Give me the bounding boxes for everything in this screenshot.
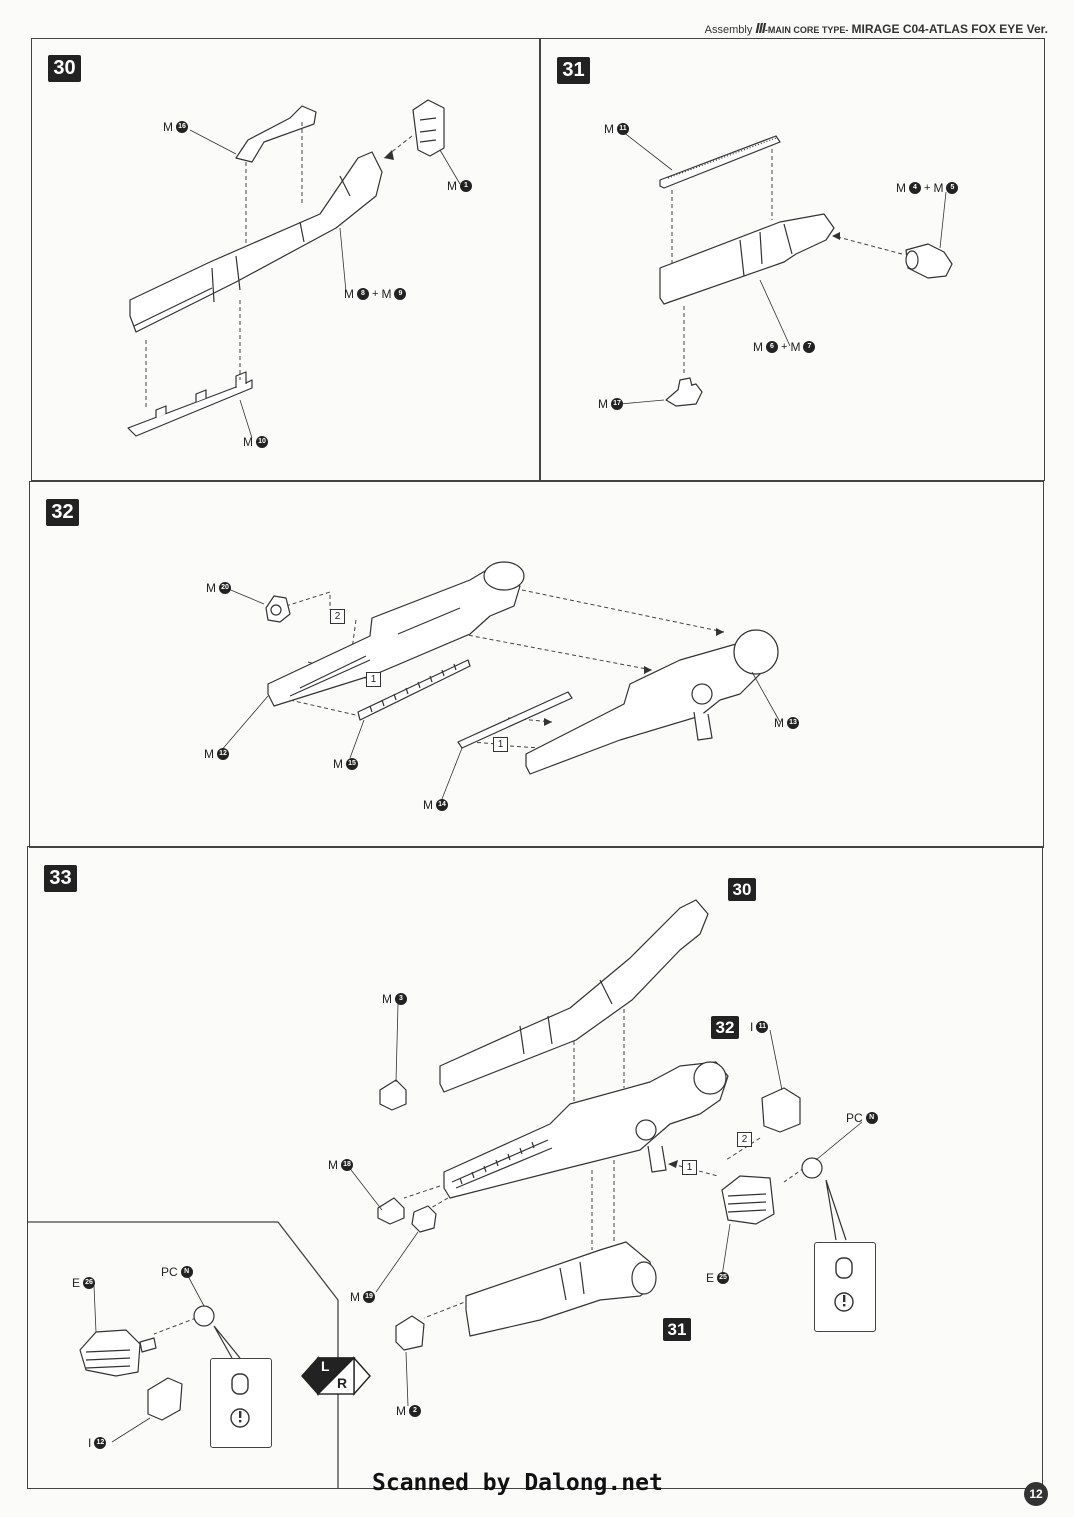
order-marker-33-1: 1 bbox=[682, 1160, 697, 1175]
step-31-panel bbox=[539, 38, 1045, 481]
step-31-number: 31 bbox=[557, 57, 590, 84]
mirror-right-letter: R bbox=[337, 1375, 348, 1391]
part-m4-m5-cylinder bbox=[905, 243, 953, 279]
part-pc-n-ball bbox=[801, 1157, 823, 1179]
part-m2 bbox=[395, 1315, 425, 1351]
section-subtitle: -MAIN CORE TYPE- bbox=[764, 25, 849, 35]
scan-credit: Scanned by Dalong.net bbox=[372, 1470, 663, 1496]
step-30-panel bbox=[31, 38, 541, 481]
step-33-panel bbox=[27, 846, 1043, 1489]
ref-step-30: 30 bbox=[728, 878, 756, 901]
part-assembly-32 bbox=[443, 1061, 729, 1199]
part-e25-hand bbox=[721, 1175, 775, 1225]
assembly-label: Assembly bbox=[704, 24, 753, 36]
part-pc-n-ball-left bbox=[193, 1305, 215, 1327]
part-m10-rail bbox=[127, 379, 253, 437]
part-i12 bbox=[147, 1377, 183, 1421]
step-32-panel bbox=[29, 481, 1044, 848]
part-i11 bbox=[761, 1087, 801, 1133]
part-m3 bbox=[379, 1079, 407, 1111]
ref-step-31: 31 bbox=[663, 1318, 691, 1341]
step-30-number: 30 bbox=[48, 55, 81, 82]
step-33-number: 33 bbox=[44, 865, 77, 892]
part-e26-hand bbox=[79, 1329, 141, 1377]
part-m14-arm bbox=[457, 691, 573, 749]
mirror-left-letter: L bbox=[321, 1358, 330, 1374]
model-name: MIRAGE C04-ATLAS FOX EYE Ver. bbox=[851, 22, 1049, 36]
part-m19 bbox=[411, 1205, 437, 1233]
step-32-number: 32 bbox=[46, 499, 79, 526]
part-m1-block bbox=[412, 99, 445, 157]
caution-box-right bbox=[814, 1242, 876, 1332]
ref-step-32: 32 bbox=[711, 1016, 739, 1039]
part-m16-handle bbox=[235, 105, 317, 163]
page-number: 12 bbox=[1024, 1482, 1048, 1506]
order-marker-1b: 1 bbox=[493, 737, 508, 752]
part-assembly-31 bbox=[465, 1241, 655, 1337]
part-m15-strip bbox=[357, 659, 471, 721]
order-marker-2: 2 bbox=[330, 609, 345, 624]
part-m11-rail bbox=[659, 135, 781, 189]
part-m13-body bbox=[525, 643, 767, 775]
left-variant-boundary bbox=[27, 1221, 339, 1489]
part-m6-m7-barrel bbox=[659, 213, 835, 305]
order-marker-1: 1 bbox=[366, 672, 381, 687]
part-m18 bbox=[377, 1197, 405, 1225]
part-m8-m9-barrel bbox=[129, 151, 383, 333]
part-assembly-30 bbox=[439, 899, 709, 1093]
caution-box-left bbox=[210, 1358, 272, 1448]
section-numeral: III bbox=[755, 20, 765, 37]
order-marker-33-2: 2 bbox=[737, 1132, 752, 1147]
page-header: Assembly III-MAIN CORE TYPE- MIRAGE C04-… bbox=[705, 20, 1048, 37]
